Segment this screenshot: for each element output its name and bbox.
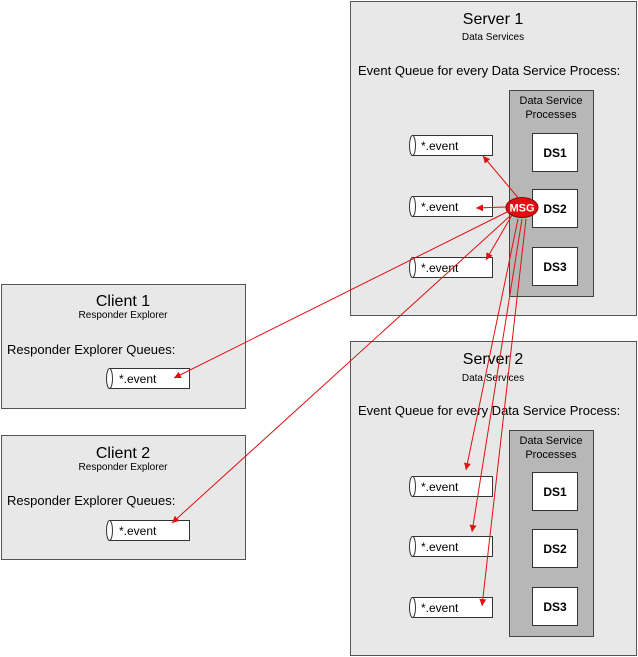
client1-queue: *.event xyxy=(106,368,190,389)
server2-queue-2: *.event xyxy=(409,536,493,557)
client1-subtitle: Responder Explorer xyxy=(79,310,169,321)
server2-queue-label: Event Queue for every Data Service Proce… xyxy=(358,403,620,418)
server2-queue-3-label: *.event xyxy=(421,601,459,615)
arrow-to-client1-queue xyxy=(173,211,508,379)
server2-ds3 xyxy=(532,587,578,626)
server1-queue-2: *.event xyxy=(409,196,493,217)
server2-processes-label-1: Data Service xyxy=(520,435,583,447)
server1-ds2-label: DS2 xyxy=(543,202,567,216)
server2-ds2-label: DS2 xyxy=(543,542,567,556)
server1-processes-label-2: Processes xyxy=(525,109,577,121)
server2-subtitle: Data Services xyxy=(462,373,524,384)
server2-queue-3: *.event xyxy=(409,597,493,618)
server1-title: Server 1 xyxy=(463,11,524,28)
server2-processes-label-2: Processes xyxy=(525,449,577,461)
arrow-to-server2-queue-1 xyxy=(463,218,519,471)
message-badge: MSG xyxy=(505,197,539,218)
server1-processes-label-1: Data Service xyxy=(520,95,583,107)
server2-title: Server 2 xyxy=(463,351,524,368)
server1-subtitle: Data Services xyxy=(462,32,524,43)
server1-queue-3: *.event xyxy=(409,257,493,278)
client1-box: Client 1 Responder Explorer Responder Ex… xyxy=(1,284,246,409)
arrow-to-server2-queue-2 xyxy=(469,218,523,533)
server1-queue-1: *.event xyxy=(409,135,493,156)
server1-ds3-label: DS3 xyxy=(543,260,567,274)
server1-process-group: Data Service Processes DS1 DS2 DS3 xyxy=(509,90,594,297)
server2-ds2 xyxy=(532,529,578,568)
server2-ds1 xyxy=(532,472,578,511)
server2-process-group: Data Service Processes DS1 DS2 DS3 xyxy=(509,430,594,637)
arrow-to-client2-queue xyxy=(171,215,511,524)
server2-box: Server 2 Data Services Event Queue for e… xyxy=(350,341,637,656)
server2-ds3-label: DS3 xyxy=(543,600,567,614)
arrow-to-server1-queue-2 xyxy=(475,204,507,212)
message-label: MSG xyxy=(509,203,534,215)
server1-ds1-label: DS1 xyxy=(543,146,567,160)
arrow-to-server2-queue-3 xyxy=(479,218,527,607)
server1-ds1 xyxy=(532,133,578,172)
client2-box: Client 2 Responder Explorer Responder Ex… xyxy=(1,435,246,560)
server1-ds3 xyxy=(532,247,578,286)
server2-ds1-label: DS1 xyxy=(543,485,567,499)
client2-queue-label-text: *.event xyxy=(119,524,157,538)
arrow-to-server1-queue-3 xyxy=(485,214,513,261)
server1-queue-1-label: *.event xyxy=(421,139,459,153)
client2-subtitle: Responder Explorer xyxy=(79,462,169,473)
arrow-to-server1-queue-1 xyxy=(482,155,521,201)
client2-queue-label: Responder Explorer Queues: xyxy=(7,493,175,508)
server1-box: Server 1 Data Services Event Queue for e… xyxy=(350,1,637,316)
client1-queue-label-text: *.event xyxy=(119,372,157,386)
server1-queue-2-label: *.event xyxy=(421,200,459,214)
server2-queue-2-label: *.event xyxy=(421,540,459,554)
client2-queue: *.event xyxy=(106,520,190,541)
client1-queue-label: Responder Explorer Queues: xyxy=(7,342,175,357)
message-arrows xyxy=(171,155,527,607)
server2-queue-1: *.event xyxy=(409,476,493,497)
server1-queue-label: Event Queue for every Data Service Proce… xyxy=(358,63,620,78)
server2-queue-1-label: *.event xyxy=(421,480,459,494)
client1-title: Client 1 xyxy=(96,293,150,310)
client2-title: Client 2 xyxy=(96,445,150,462)
